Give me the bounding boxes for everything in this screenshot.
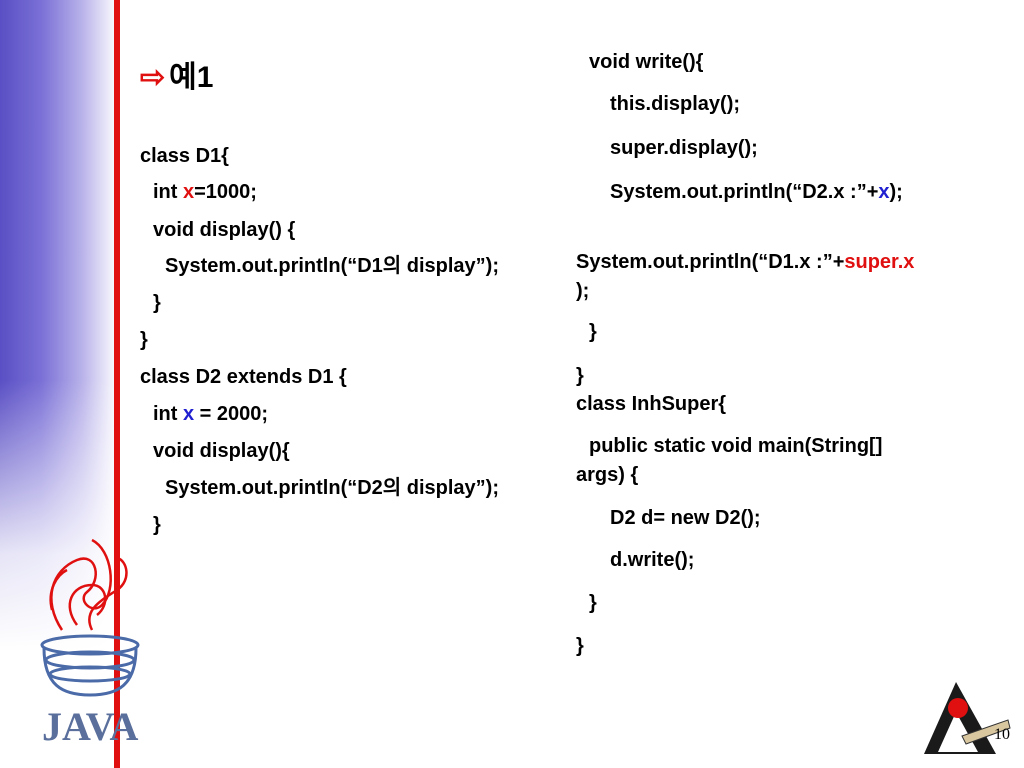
field-x-red: x [183, 181, 195, 203]
code-line: System.out.println(“D1의 display”); [165, 255, 499, 277]
duke-mascot-icon [924, 682, 1011, 754]
code-line: void write(){ [589, 51, 704, 73]
slide-title: ⇨예1 [140, 52, 213, 96]
code-line: args) { [576, 464, 639, 486]
code-line: public static void main(String[] [589, 435, 883, 457]
code-line: System.out.println(“D1.x :”+super.x [576, 251, 915, 273]
code-line: } [576, 365, 584, 387]
code-line: this.display(); [610, 93, 741, 115]
slide-title-text: 예1 [169, 61, 214, 94]
code-line: } [153, 514, 161, 536]
outline-arrow-right-icon: ⇨ [140, 61, 166, 94]
code-line: System.out.println(“D2.x :”+x); [610, 181, 903, 203]
field-x-blue: x [183, 403, 195, 425]
svg-text:JAVA: JAVA [42, 704, 138, 749]
code-line: } [589, 592, 597, 614]
code-line: super.display(); [610, 137, 758, 159]
code-line: } [576, 635, 584, 657]
code-line: d.write(); [610, 549, 695, 571]
code-line: class InhSuper{ [576, 393, 727, 415]
code-line: class D1{ [140, 145, 229, 167]
code-line: int x = 2000; [153, 403, 269, 425]
code-line: System.out.println(“D2의 display”); [165, 477, 499, 499]
super-x-red: super.x [844, 251, 915, 273]
code-line: } [140, 329, 148, 351]
code-line: } [589, 321, 597, 343]
code-line: void display() { [153, 219, 296, 241]
page-number: 10 [994, 726, 1010, 743]
code-line: } [153, 292, 161, 314]
java-logo-icon: JAVA [40, 538, 140, 749]
code-line: int x=1000; [153, 181, 257, 203]
field-x-blue: x [878, 181, 890, 203]
red-divider-bar [114, 0, 120, 768]
code-line: D2 d= new D2(); [610, 507, 761, 529]
code-line: class D2 extends D1 { [140, 366, 347, 388]
code-line: void display(){ [153, 440, 290, 462]
code-line: ); [576, 280, 590, 302]
